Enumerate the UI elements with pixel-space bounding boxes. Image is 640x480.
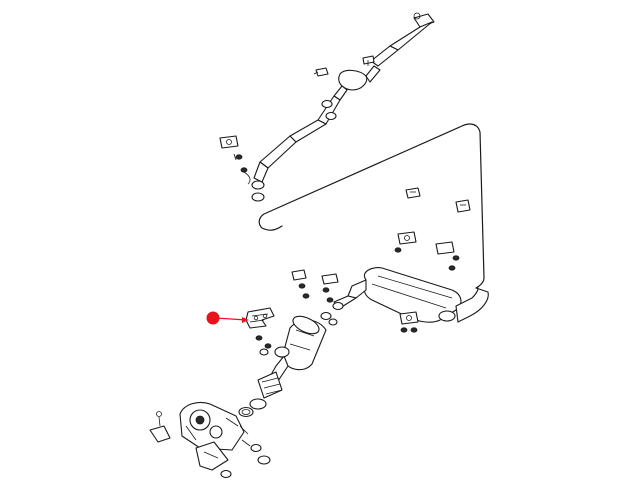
exhaust-manifold-assembly — [149, 401, 271, 479]
hanger-bracket-right-4 — [435, 241, 460, 271]
hanger-bracket-top-3 — [219, 135, 251, 185]
hanger-bracket — [245, 307, 275, 356]
callout-marker — [206, 311, 249, 325]
hanger-bracket-right-1 — [405, 187, 421, 199]
hanger-bracket-mid-3 — [399, 311, 419, 333]
callout-arrow-line — [215, 317, 247, 321]
wiring-harness — [258, 123, 485, 289]
callout-dot — [206, 311, 220, 325]
callout-arrow-head — [242, 317, 249, 323]
hanger-bracket-mid-2 — [321, 273, 339, 303]
hanger-bracket-top-2 — [362, 55, 375, 66]
hanger-bracket-mid-1 — [291, 269, 310, 299]
hanger-bracket-top-1 — [313, 67, 329, 77]
tailpipe-assembly — [219, 12, 435, 202]
hanger-bracket-right-2 — [455, 199, 471, 213]
hanger-bracket-right-3 — [394, 231, 417, 253]
main-muffler — [320, 267, 489, 326]
center-resonator — [249, 315, 327, 410]
